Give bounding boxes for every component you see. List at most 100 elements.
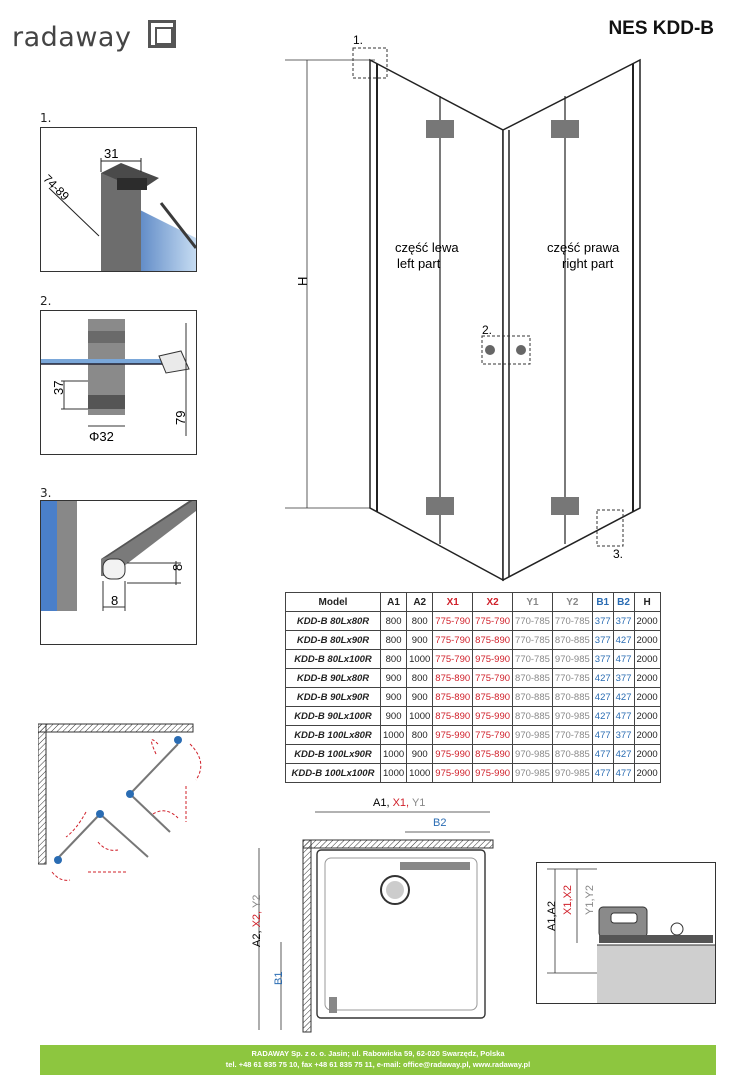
brand-logo-text: radaway	[12, 22, 132, 53]
svg-text:A1, X1, Y1: A1, X1, Y1	[373, 797, 425, 809]
table-cell: 2000	[633, 725, 661, 745]
table-cell: 770-785	[512, 649, 553, 669]
col-y1: Y1	[512, 592, 553, 612]
table-cell: 975-990	[472, 649, 514, 669]
plan-side-a2: A2,	[251, 930, 263, 947]
table-cell: 1000	[406, 649, 434, 669]
table-cell: 377	[591, 611, 614, 631]
dimension-table: Model A1 A2 X1 X2 Y1 Y2 B1 B2 H KDD-B 80…	[285, 592, 661, 783]
table-cell: 900	[379, 668, 408, 688]
table-cell: 870-885	[512, 687, 553, 707]
section-detail-drawing: A1,A2 X1,X2 Y1,Y2	[536, 862, 716, 1004]
left-part-label-en: left part	[397, 256, 441, 271]
table-cell: 770-785	[551, 668, 593, 688]
table-cell: 377	[612, 668, 635, 688]
table-cell: 477	[591, 725, 614, 745]
detail-1-drawing: 31 74-89	[40, 127, 197, 272]
elevation-marker-2: 2.	[482, 323, 492, 337]
table-cell: 775-790	[472, 668, 514, 688]
section-a-label: A1,A2	[546, 901, 558, 931]
table-cell: 900	[379, 706, 408, 726]
col-a2: A2	[406, 592, 434, 612]
table-cell: 2000	[633, 649, 661, 669]
table-cell: 800	[379, 630, 408, 650]
col-h: H	[633, 592, 661, 612]
table-cell: KDD-B 80Lx90R	[285, 630, 381, 650]
table-cell: 900	[406, 687, 434, 707]
detail-1-label: 1.	[40, 111, 52, 125]
table-cell: 900	[406, 744, 434, 764]
table-cell: KDD-B 90Lx90R	[285, 687, 381, 707]
table-cell: 875-890	[432, 706, 474, 726]
plan-top-y1: Y1	[409, 797, 425, 809]
table-cell: 377	[591, 630, 614, 650]
detail-2-drawing: 37 79 Φ32	[40, 310, 197, 455]
table-cell: 970-985	[512, 725, 553, 745]
section-y-label: Y1,Y2	[584, 885, 596, 915]
footer-contact: tel. +48 61 835 75 10, fax +48 61 835 75…	[225, 1060, 531, 1069]
table-cell: 970-985	[512, 744, 553, 764]
table-cell: 975-990	[472, 706, 514, 726]
table-cell: 970-985	[551, 706, 593, 726]
plan-top-a1: A1,	[373, 797, 390, 809]
plan-side-x2: X2,	[251, 911, 263, 931]
table-cell: 770-785	[551, 611, 593, 631]
table-cell: 2000	[633, 744, 661, 764]
door-swing-diagram	[38, 723, 202, 881]
detail-2-dim-37: 37	[51, 381, 66, 395]
col-b1: B1	[591, 592, 614, 612]
table-cell: 970-985	[551, 763, 593, 783]
table-cell: 775-790	[432, 611, 474, 631]
table-cell: 1000	[379, 744, 408, 764]
table-cell: 870-885	[551, 687, 593, 707]
product-title: NES KDD-B	[608, 18, 714, 39]
table-cell: 775-790	[432, 649, 474, 669]
table-cell: KDD-B 80Lx80R	[285, 611, 381, 631]
table-cell: 870-885	[551, 630, 593, 650]
elevation-marker-1: 1.	[353, 33, 363, 47]
table-cell: 775-790	[432, 630, 474, 650]
table-header-row: Model A1 A2 X1 X2 Y1 Y2 B1 B2 H	[285, 592, 661, 612]
table-cell: 975-990	[432, 725, 474, 745]
table-cell: 875-890	[472, 687, 514, 707]
table-cell: 800	[379, 611, 408, 631]
table-cell: 970-985	[551, 649, 593, 669]
table-cell: 477	[591, 744, 614, 764]
table-cell: 900	[379, 687, 408, 707]
table-cell: 477	[591, 763, 614, 783]
footer-bar: RADAWAY Sp. z o. o. Jasin; ul. Rabowicka…	[40, 1045, 716, 1075]
table-cell: 427	[612, 630, 635, 650]
table-cell: 1000	[406, 763, 434, 783]
table-cell: 870-885	[551, 744, 593, 764]
table-cell: 870-885	[512, 668, 553, 688]
table-cell: 800	[406, 611, 434, 631]
table-cell: 800	[406, 725, 434, 745]
table-cell: 377	[612, 725, 635, 745]
table-cell: 975-990	[432, 744, 474, 764]
table-cell: 800	[379, 649, 408, 669]
table-cell: KDD-B 90Lx80R	[285, 668, 381, 688]
detail-1-dim-74-89: 74-89	[41, 172, 72, 204]
col-x1: X1	[432, 592, 474, 612]
table-cell: 477	[612, 649, 635, 669]
table-cell: 1000	[379, 725, 408, 745]
detail-2-label: 2.	[40, 294, 52, 308]
table-cell: 2000	[633, 763, 661, 783]
table-cell: 775-790	[472, 611, 514, 631]
plan-top-x1: X1,	[390, 797, 410, 809]
table-cell: 2000	[633, 630, 661, 650]
table-cell: 427	[612, 744, 635, 764]
table-cell: 427	[591, 687, 614, 707]
table-cell: 975-990	[432, 763, 474, 783]
table-cell: KDD-B 100Lx100R	[285, 763, 381, 783]
plan-side-y2: Y2	[251, 895, 263, 911]
table-cell: 1000	[379, 763, 408, 783]
table-cell: 875-890	[472, 630, 514, 650]
